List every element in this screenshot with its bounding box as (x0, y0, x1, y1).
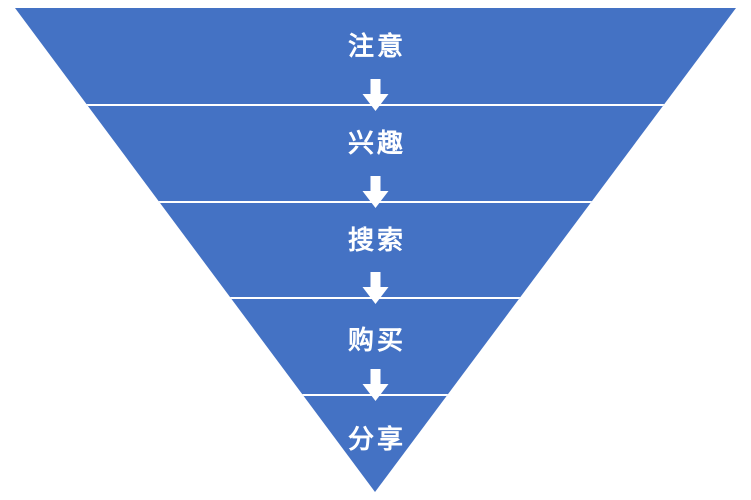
funnel-triangle (15, 8, 736, 492)
down-arrow-icon (362, 79, 389, 111)
funnel-stage-label-purchase: 购买 (348, 326, 406, 356)
funnel-stage-label-share: 分享 (348, 424, 406, 455)
funnel-stage-label-interest: 兴趣 (348, 129, 406, 159)
funnel-stage-label-attention: 注意 (348, 31, 406, 62)
down-arrow-icon (362, 272, 389, 304)
down-arrow-icon (362, 176, 389, 208)
down-arrow-icon (362, 369, 389, 401)
funnel-stage-label-search: 搜索 (348, 226, 406, 256)
